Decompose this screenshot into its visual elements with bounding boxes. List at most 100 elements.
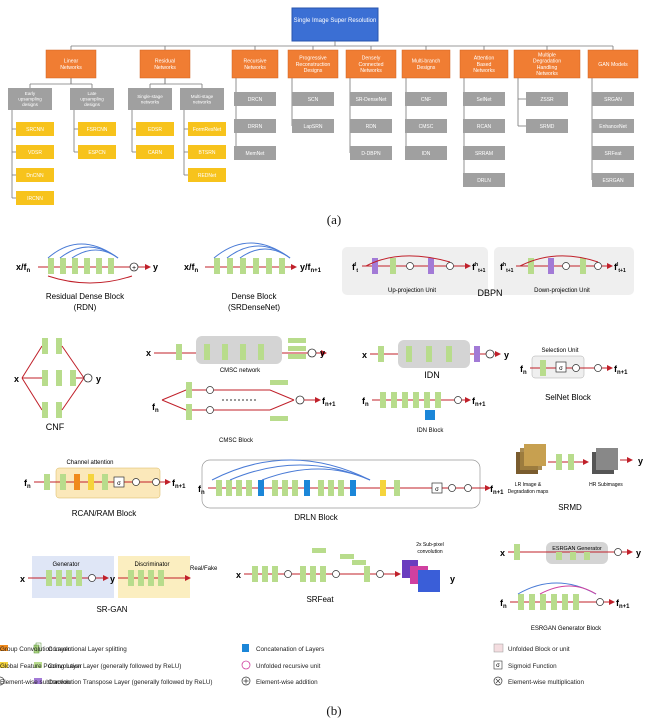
method-box — [526, 92, 568, 106]
conv-layer — [573, 594, 579, 610]
svg-text:fn+1: fn+1 — [614, 364, 628, 376]
category-box — [287, 49, 339, 79]
green-legend-icon — [34, 662, 42, 668]
method-box — [463, 173, 505, 187]
conv-layer — [60, 258, 66, 274]
up-projection-label: Up-projection Unit — [388, 288, 436, 294]
conv-layer — [240, 258, 246, 274]
blue-legend-icon — [242, 644, 249, 652]
svg-text:fn: fn — [520, 364, 527, 376]
drln-label: DRLN Block — [294, 513, 339, 522]
subgroup-box — [70, 88, 114, 110]
srgan-label: SR-GAN — [96, 605, 127, 614]
svg-text:σ: σ — [117, 481, 121, 487]
rdn-diagram: x/fn + y Residual Dense Block (RDN) — [16, 243, 158, 312]
method-box — [188, 145, 226, 159]
method-box — [592, 92, 634, 106]
rdn-subtitle: (RDN) — [74, 303, 97, 312]
cmsc-network-label: CMSC network — [220, 368, 261, 374]
conv-layer — [338, 480, 344, 496]
method-box — [592, 173, 634, 187]
legend: Convolutional Layer splittingConvolution… — [0, 642, 584, 686]
conv-layer — [204, 344, 210, 360]
srfeat-diagram: x y 2x Sub-pixel convolution SRFeat — [236, 542, 455, 604]
cmsc-diagram: x CMSC network y fn fn+1 CMSC Block — [146, 336, 336, 444]
conv-layer — [240, 344, 246, 360]
method-box — [463, 146, 505, 160]
conv-layer — [310, 566, 316, 582]
method-box — [405, 119, 447, 133]
method-label: FSRCNN — [87, 127, 108, 133]
conv-layer — [584, 552, 590, 560]
subgroup-box — [128, 88, 172, 110]
conv-layer — [222, 344, 228, 360]
method-box — [16, 191, 54, 205]
selnet-diagram: Selection Unit fn σ fn+1 SelNet Block — [520, 348, 628, 402]
method-box — [16, 145, 54, 159]
conv-layer — [406, 346, 412, 362]
method-box — [526, 119, 568, 133]
conv-layer — [56, 570, 62, 586]
method-box — [592, 119, 634, 133]
method-box — [188, 122, 226, 136]
dense-block-diagram: x/fn y/fn+1 Dense Block (SRDenseNet) — [184, 242, 322, 312]
method-label: SRFeat — [605, 151, 623, 157]
subgroup-box — [180, 88, 224, 110]
conv-layer — [380, 392, 386, 408]
conv-layer — [216, 480, 222, 496]
method-label: VDSR — [28, 150, 42, 156]
svg-text:fn+1: fn+1 — [616, 598, 630, 610]
method-label: SCN — [308, 97, 319, 103]
srmd-input-label-2: Degradation maps — [508, 489, 549, 495]
method-label: RCAN — [477, 124, 492, 130]
svg-text:fn: fn — [362, 396, 369, 408]
svg-text:σ: σ — [559, 366, 563, 372]
svg-text:+: + — [132, 265, 136, 272]
channel-attention-label: Channel attention — [66, 460, 113, 466]
pink-legend-icon — [493, 643, 504, 653]
conv-layer — [402, 392, 408, 408]
esrgan-block-label: ESRGAN Generator Block — [531, 626, 602, 632]
conv-layer — [138, 570, 144, 586]
conv-layer — [320, 566, 326, 582]
svg-text:y: y — [638, 456, 643, 466]
category-box — [513, 49, 581, 79]
method-box — [350, 92, 392, 106]
method-box — [292, 119, 334, 133]
method-label: REDNet — [198, 173, 217, 179]
conv-layer — [279, 258, 285, 274]
method-box — [78, 145, 116, 159]
conv-layer — [262, 566, 268, 582]
method-box — [234, 92, 276, 106]
conv-layer — [148, 570, 154, 586]
svg-text:fn+1: fn+1 — [322, 396, 336, 408]
svg-text:x: x — [500, 548, 505, 558]
method-box — [405, 92, 447, 106]
conv-layer — [282, 480, 288, 496]
conv-layer — [413, 392, 419, 408]
esrgan-generator-label: ESRGAN Generator — [552, 546, 602, 552]
caption-a: (a) — [326, 212, 342, 227]
method-label: SRGAN — [604, 97, 622, 103]
dense-subtitle: (SRDenseNet) — [228, 303, 280, 312]
legend-label: Convolutional Layer splitting — [48, 646, 127, 653]
method-box — [136, 122, 174, 136]
svg-text:x: x — [236, 570, 241, 580]
method-label: SRCNN — [26, 127, 44, 133]
method-box — [292, 92, 334, 106]
idn-label: IDN — [424, 370, 440, 380]
conv-layer — [46, 570, 52, 586]
rcan-label: RCAN/RAM Block — [72, 509, 137, 518]
svg-text:x: x — [20, 574, 25, 584]
legend-label: Unfolded recursive unit — [256, 663, 321, 670]
conv-layer — [570, 552, 576, 560]
svg-text:y: y — [450, 574, 455, 584]
rcan-diagram: Channel attention fn σ fn+1 RCAN/RAM Blo… — [24, 460, 186, 518]
conv-layer — [518, 594, 524, 610]
